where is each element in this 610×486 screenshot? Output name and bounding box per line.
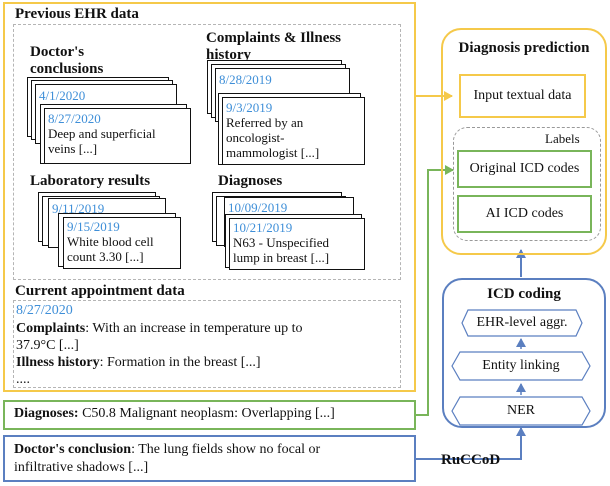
lab-back-date: 9/11/2019 — [52, 201, 105, 216]
lab-front-card: 9/15/2019 White blood cell count 3.30 [.… — [63, 217, 181, 269]
original-icd-codes-box — [457, 150, 592, 188]
illness-label: Illness history — [16, 355, 100, 370]
lab-results-heading: Laboratory results — [30, 173, 151, 189]
doctors-conclusion-bar-text: Doctor's conclusion: The lung fields sho… — [14, 441, 320, 477]
doctors-conclusion-back-date: 4/1/2020 — [39, 88, 86, 103]
diagnoses-front-line1: N63 - Unspecified — [233, 235, 330, 250]
complaints-front-line3: mammologist [...] — [226, 145, 320, 160]
diagnoses-front-line2: lump in breast [...] — [233, 250, 330, 265]
diagnoses-bar — [3, 400, 416, 430]
current-ellipsis: .... — [16, 372, 30, 387]
step-aggr-label: EHR-level aggr. — [476, 315, 568, 330]
diagnoses-bar-label: Diagnoses: — [14, 406, 79, 421]
complaints-label: Complaints — [16, 321, 86, 336]
complaints-front-date: 9/3/2019 — [226, 100, 273, 115]
step-ner-shape — [451, 396, 591, 426]
current-appointment-title: Current appointment data — [15, 283, 185, 299]
doctors-conclusion-front-date: 8/27/2020 — [48, 111, 101, 126]
doctors-conclusion-bar — [3, 435, 416, 482]
lab-front-line2: count 3.30 [...] — [67, 249, 144, 264]
diagnosis-prediction-title: Diagnosis prediction — [458, 40, 590, 56]
icd-coding-title: ICD coding — [487, 286, 561, 302]
complaints-text-line1: : With an increase in temperature up to — [85, 321, 303, 336]
arrow-conclusion-to-icd — [416, 427, 526, 460]
labels-group — [453, 127, 601, 241]
lab-front-line1: White blood cell — [67, 234, 154, 249]
input-textual-data-box — [459, 74, 586, 118]
rucod-label: RuCCoD — [441, 452, 501, 468]
doctors-conclusion-bar-line2: infiltrative shadows [...] — [14, 460, 149, 475]
doctors-conclusion-front-line2: veins [...] — [48, 141, 98, 156]
input-textual-data-label: Input textual data — [473, 88, 572, 103]
diagnoses-front-date: 10/21/2019 — [233, 220, 293, 235]
complaints-front-line2: oncologist- — [226, 130, 285, 145]
doctors-conclusion-bar-line1: : The lung fields show no focal or — [131, 442, 321, 457]
complaints-front-line1: Referred by an — [226, 115, 304, 130]
original-icd-codes-label: Original ICD codes — [469, 161, 580, 176]
doctors-conclusion-bar-label: Doctor's conclusion — [14, 442, 132, 457]
diagnoses-heading: Diagnoses — [218, 173, 283, 189]
complaints-history-heading: Complaints & Illness history — [206, 30, 342, 63]
doctors-conclusions-heading: Doctor's conclusions — [30, 44, 104, 77]
complaints-front-card: 9/3/2019 Referred by an oncologist- mamm… — [222, 97, 365, 165]
step-aggr-shape — [461, 309, 583, 337]
doctors-conclusion-front-card: 8/27/2020 Deep and superficial veins [..… — [44, 108, 191, 164]
ai-icd-codes-label: AI ICD codes — [485, 206, 564, 221]
previous-ehr-title: Previous EHR data — [15, 6, 139, 22]
icd-coding-panel — [442, 278, 606, 428]
labels-title: Labels — [545, 131, 580, 146]
current-complaints: Complaints: With an increase in temperat… — [16, 320, 396, 388]
step-linking-shape — [451, 351, 591, 381]
current-appointment-date: 8/27/2020 — [16, 303, 73, 318]
diagnoses-back-date: 10/09/2019 — [228, 200, 288, 215]
ai-icd-codes-box — [457, 195, 592, 233]
step-ner-label: NER — [507, 403, 535, 418]
diagnoses-bar-value: C50.8 Malignant neoplasm: Overlapping [.… — [78, 406, 335, 421]
complaints-back-date: 8/28/2019 — [219, 72, 272, 87]
arrow-diagnoses-to-icd — [416, 165, 454, 416]
previous-ehr-inner — [13, 24, 401, 280]
diagnoses-front-card: 10/21/2019 N63 - Unspecified lump in bre… — [229, 218, 365, 270]
doctors-conclusion-front-line1: Deep and superficial — [48, 126, 156, 141]
step-linking-label: Entity linking — [482, 358, 560, 373]
diagnoses-bar-text: Diagnoses: C50.8 Malignant neoplasm: Ove… — [14, 406, 335, 422]
complaints-text-line2: 37.9°C [...] — [16, 338, 79, 353]
previous-ehr-panel — [3, 2, 416, 392]
current-appointment-inner — [13, 300, 401, 388]
diagnosis-prediction-panel — [441, 28, 607, 255]
lab-front-date: 9/15/2019 — [67, 219, 120, 234]
illness-text: : Formation in the breast [...] — [99, 355, 261, 370]
